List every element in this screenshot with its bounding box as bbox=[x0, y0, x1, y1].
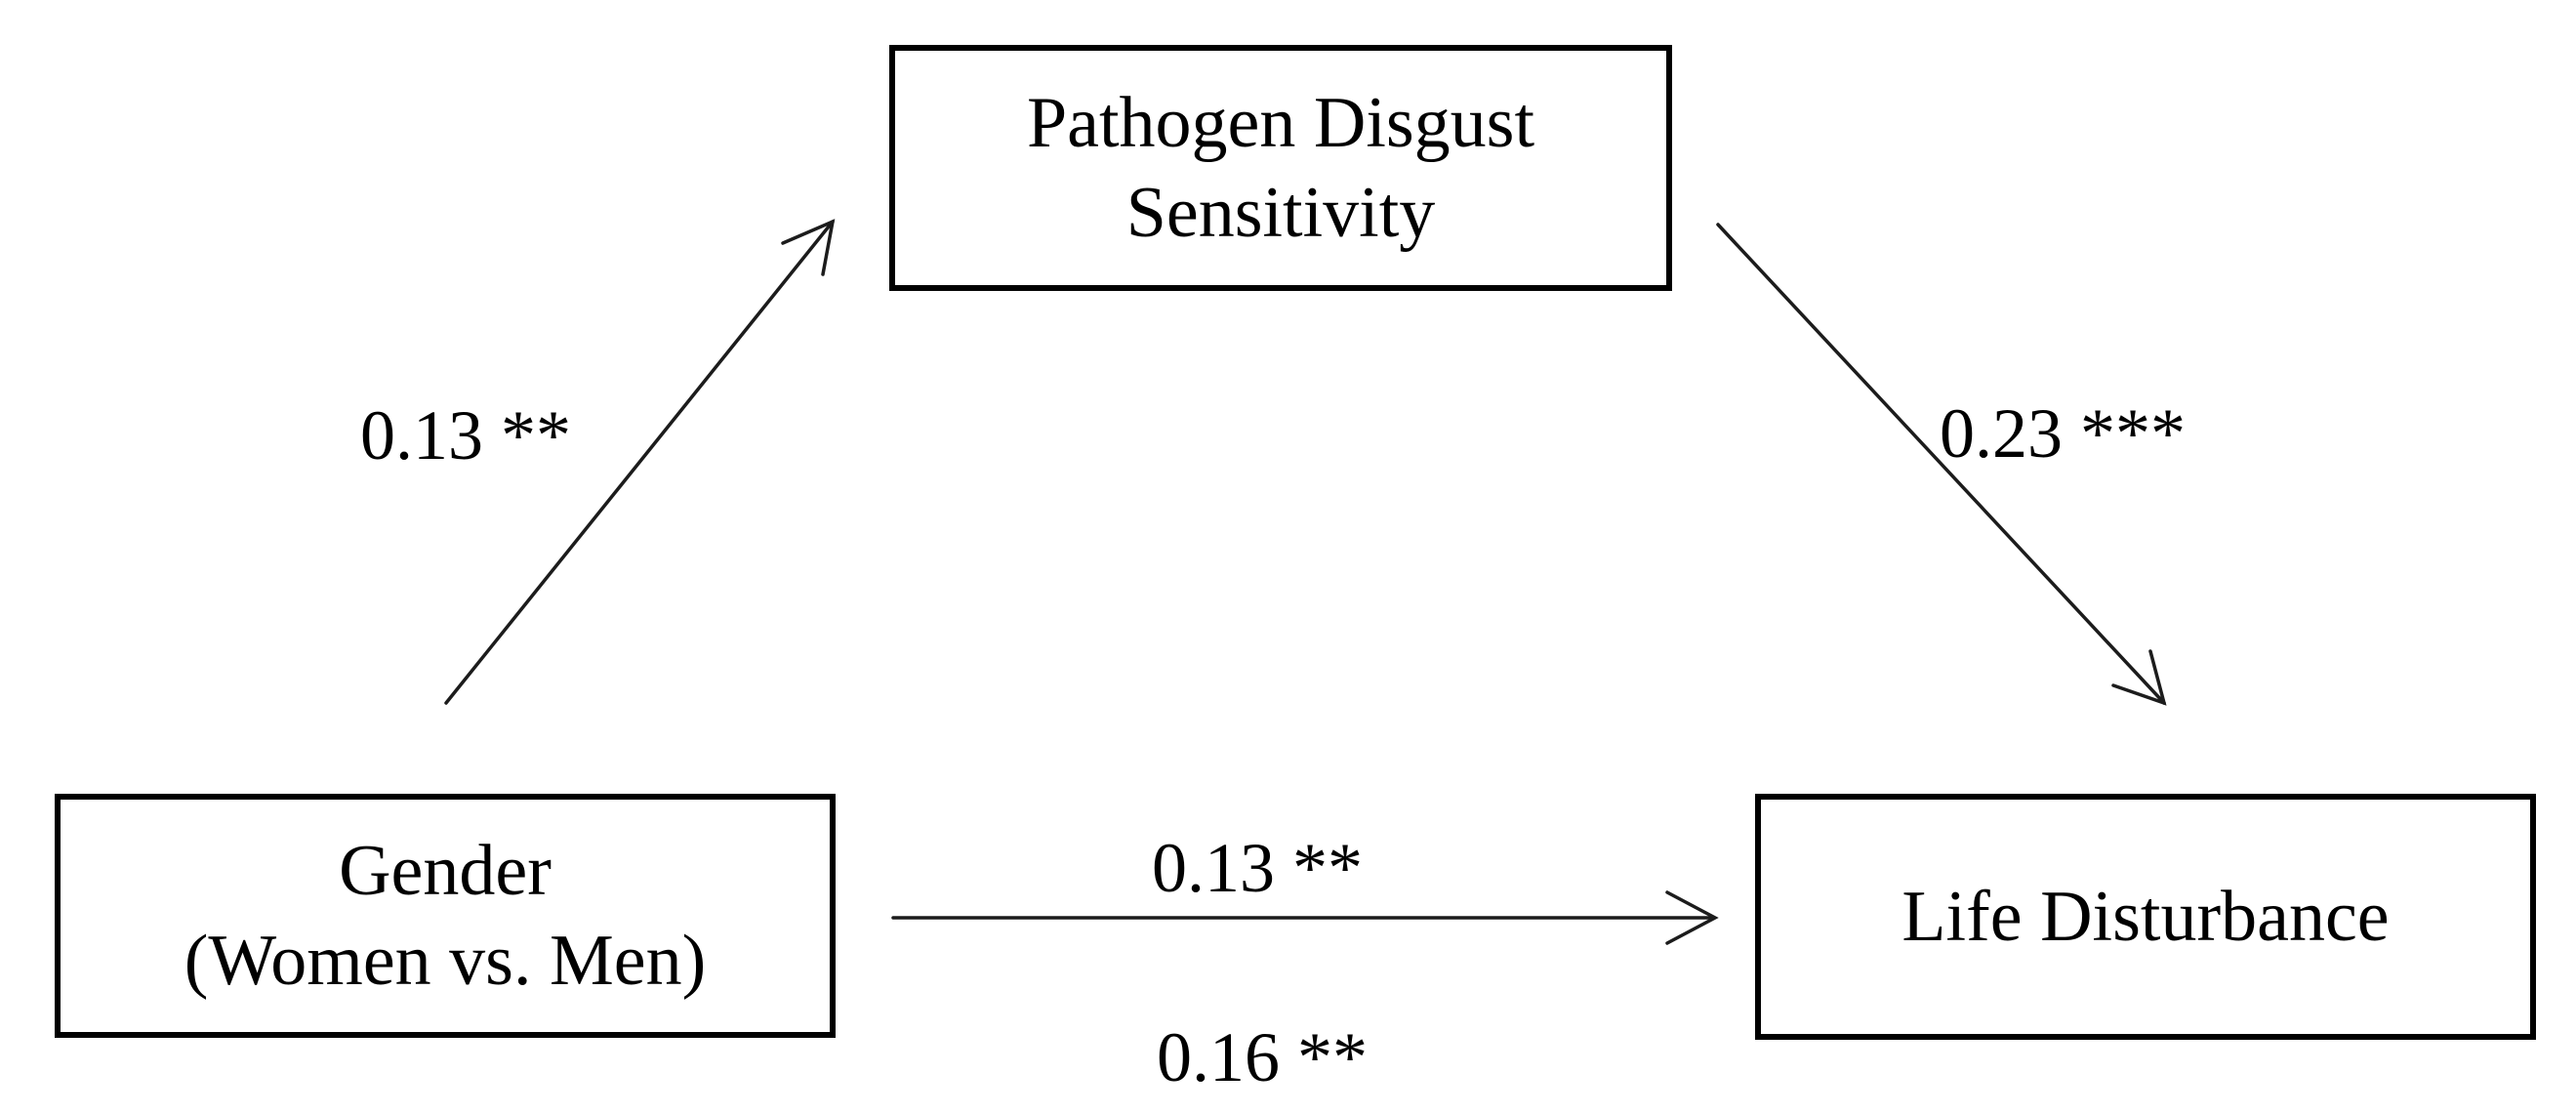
node-label-line: Gender bbox=[339, 831, 552, 911]
path-coefficient-direct: 0.13 ** bbox=[1152, 829, 1363, 907]
node-label-line: Sensitivity bbox=[1125, 173, 1436, 253]
arrow-predictor-to-outcome bbox=[891, 890, 1719, 945]
path-coefficient-b: 0.23 *** bbox=[1940, 394, 2186, 473]
node-life-disturbance: Life Disturbance bbox=[1755, 794, 2536, 1040]
path-coefficient-a: 0.13 ** bbox=[360, 396, 571, 474]
arrow-predictor-to-mediator bbox=[444, 219, 836, 705]
node-label-line: Pathogen Disgust bbox=[1026, 83, 1535, 163]
node-pathogen-disgust-sensitivity: Pathogen Disgust Sensitivity bbox=[889, 45, 1672, 291]
arrow-mediator-to-outcome bbox=[1716, 223, 2167, 706]
node-label-line: Life Disturbance bbox=[1901, 877, 2390, 957]
node-gender: Gender (Women vs. Men) bbox=[55, 794, 836, 1038]
node-label-line: (Women vs. Men) bbox=[184, 921, 707, 1001]
path-coefficient-total: 0.16 ** bbox=[1157, 1018, 1368, 1096]
